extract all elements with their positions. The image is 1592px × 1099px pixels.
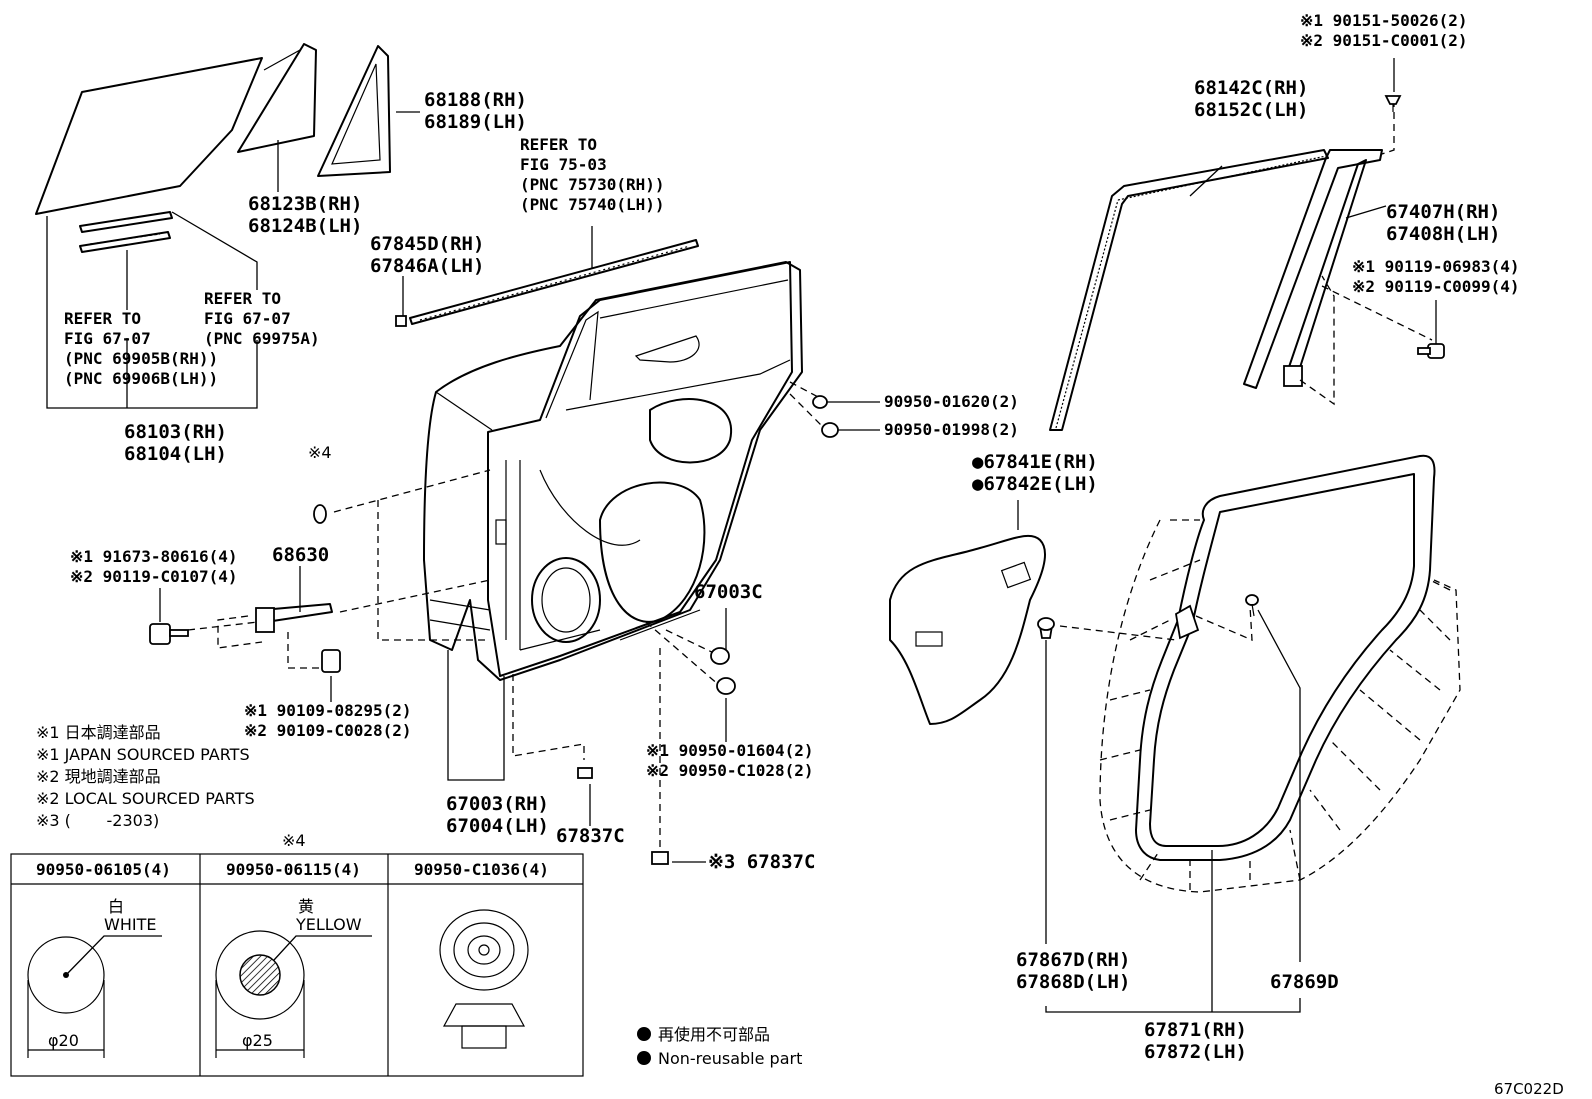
- label-91673-80616: ※1 91673-80616(4): [70, 547, 238, 566]
- glass-leaders: [46, 111, 593, 409]
- label-90119-06983: ※1 90119-06983(4): [1352, 257, 1520, 276]
- ref-fig75-line4: (PNC 75740(LH)): [520, 195, 665, 214]
- ref-fig67b-line2: FIG 67-07: [204, 309, 291, 328]
- legend-line-4: ※2 LOCAL SOURCED PARTS: [36, 789, 255, 808]
- plug-color-en-1: WHITE: [104, 915, 156, 934]
- service-hole-cover-drawing: [889, 500, 1046, 725]
- label-68189: 68189(LH): [424, 111, 527, 133]
- plug-table-text: ※4 90950-06105(4) 90950-06115(4) 90950-C…: [36, 831, 549, 1050]
- non-reusable-en: Non-reusable part: [658, 1049, 802, 1068]
- non-reusable-legend: 再使用不可部品 Non-reusable part: [658, 1025, 802, 1068]
- label-67837c-star3: ※3 67837C: [708, 851, 815, 873]
- label-68123b: 68123B(RH): [248, 193, 362, 215]
- label-90109-08295: ※1 90109-08295(2): [244, 701, 412, 720]
- ref-fig67b-line1: REFER TO: [204, 289, 281, 308]
- frame-moulding-drawing: [1049, 58, 1445, 431]
- label-67408h: 67408H(LH): [1386, 223, 1500, 245]
- legend-line-1: ※1 日本調達部品: [36, 723, 161, 742]
- label-68188: 68188(RH): [424, 89, 527, 111]
- label-67004: 67004(LH): [446, 815, 549, 837]
- label-67003c: 67003C: [694, 581, 763, 603]
- label-67407h: 67407H(RH): [1386, 201, 1500, 223]
- label-67869d: 67869D: [1270, 971, 1339, 993]
- label-90109-c0028: ※2 90109-C0028(2): [244, 721, 412, 740]
- label-67003: 67003(RH): [446, 793, 549, 815]
- sourcing-legend: ※1 日本調達部品 ※1 JAPAN SOURCED PARTS ※2 現地調達…: [36, 723, 255, 830]
- label-90950-c1028: ※2 90950-C1028(2): [646, 761, 814, 780]
- label-67871: 67871(RH): [1144, 1019, 1247, 1041]
- label-90119-c0107: ※2 90119-C0107(4): [70, 567, 238, 586]
- plug-table-marker: ※4: [282, 831, 306, 850]
- plug-color-en-2: YELLOW: [295, 915, 362, 934]
- ref-fig67a-line4: (PNC 69906B(LH)): [64, 369, 218, 388]
- label-68630: 68630: [272, 544, 329, 566]
- label-67868d: 67868D(LH): [1016, 971, 1130, 993]
- label-90151-c0001: ※2 90151-C0001(2): [1300, 31, 1468, 50]
- label-67867d: 67867D(RH): [1016, 949, 1130, 971]
- ref-fig67a-line1: REFER TO: [64, 309, 141, 328]
- label-90151-50026: ※1 90151-50026(2): [1300, 11, 1468, 30]
- label-90950-01604: ※1 90950-01604(2): [646, 741, 814, 760]
- ref-fig67b-line3: (PNC 69975A): [204, 329, 320, 348]
- plug-diameter-1: φ20: [48, 1031, 79, 1050]
- plug-color-jp-1: 白: [108, 897, 124, 916]
- ref-fig75-line3: (PNC 75730(RH)): [520, 175, 665, 194]
- ref-fig67a-line3: (PNC 69905B(RH)): [64, 349, 218, 368]
- plug-diameter-2: φ25: [242, 1031, 273, 1050]
- label-90119-c0099: ※2 90119-C0099(4): [1352, 277, 1520, 296]
- label-68104: 68104(LH): [124, 443, 227, 465]
- door-weatherstrip-drawing: [1037, 454, 1461, 1013]
- ref-fig75-line2: FIG 75-03: [520, 155, 607, 174]
- label-67845d: 67845D(RH): [370, 233, 484, 255]
- ref-fig75-line1: REFER TO: [520, 135, 597, 154]
- legend-line-5: ※3 ( -2303): [36, 811, 159, 830]
- label-67846a: 67846A(LH): [370, 255, 484, 277]
- main-door-leaders: [333, 381, 880, 863]
- label-68103: 68103(RH): [124, 421, 227, 443]
- plug-color-jp-2: 黄: [298, 897, 314, 916]
- label-68124b: 68124B(LH): [248, 215, 362, 237]
- ref-fig67a-line2: FIG 67-07: [64, 329, 151, 348]
- plug-header-3: 90950-C1036(4): [414, 860, 549, 879]
- label-67842e: ●67842E(LH): [972, 473, 1098, 495]
- plug-header-2: 90950-06115(4): [226, 860, 361, 879]
- non-reusable-jp: 再使用不可部品: [658, 1025, 770, 1044]
- label-star4: ※4: [308, 443, 332, 462]
- label-68142c: 68142C(RH): [1194, 77, 1308, 99]
- door-glass-drawing: [35, 43, 391, 253]
- legend-line-3: ※2 現地調達部品: [36, 767, 161, 786]
- label-67872: 67872(LH): [1144, 1041, 1247, 1063]
- label-67837c: 67837C: [556, 825, 625, 847]
- label-90950-01998: 90950-01998(2): [884, 420, 1019, 439]
- label-68152c: 68152C(LH): [1194, 99, 1308, 121]
- part-labels: 68188(RH) 68189(LH) 68123B(RH) 68124B(LH…: [64, 11, 1564, 1098]
- plug-table: [10, 853, 584, 1077]
- plug-header-1: 90950-06105(4): [36, 860, 171, 879]
- door-fasteners: [149, 395, 839, 865]
- label-90950-01620: 90950-01620(2): [884, 392, 1019, 411]
- rear-door-panel-drawing: [395, 239, 803, 681]
- diagram-code: 67C022D: [1494, 1080, 1564, 1098]
- legend-line-2: ※1 JAPAN SOURCED PARTS: [36, 745, 250, 764]
- label-67841e: ●67841E(RH): [972, 451, 1098, 473]
